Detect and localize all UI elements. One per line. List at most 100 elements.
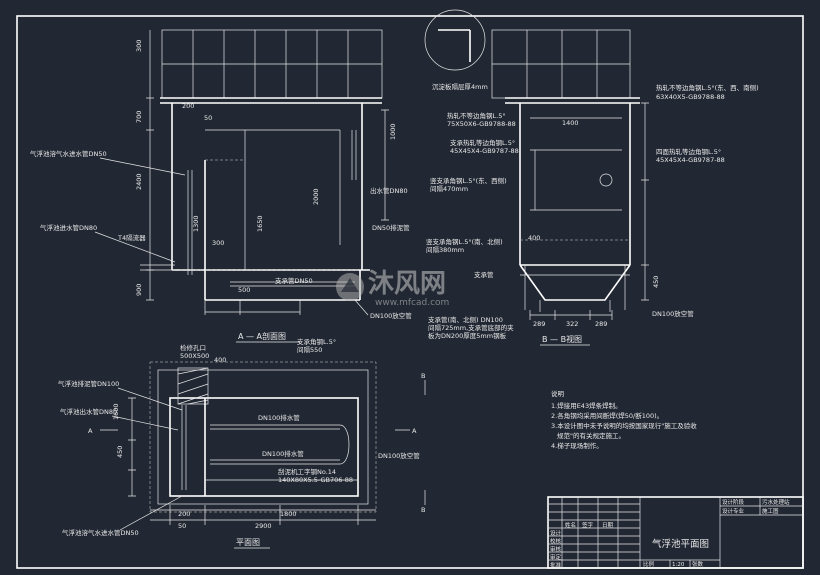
plan-label-steel: 支承角钢L.5° [297,337,336,346]
aa-label-empty: DN100放空管 [370,311,412,320]
bb-detail-steel [438,29,471,62]
aa-label-outlet: 出水管DN80 [370,186,408,195]
aa-label-trap: T4隔流器 [117,233,146,242]
plan-inlet-pipe [181,405,187,490]
plan-label-pipe-top: DN100排水管 [258,413,300,422]
bb-dim-450: 450 [652,276,660,288]
notes-line-5: 4.梯子现场制作。 [551,441,603,450]
bb-view-title: B — B视图 [542,334,582,344]
plan-dim-left [128,397,136,497]
title-main: 气浮池平面图 [652,538,709,550]
title-row-ratify: 批准 [550,561,562,569]
bb-dim-322: 322 [566,320,578,328]
bb-label-steel-2-spec: 75X50X6-GB9788-88 [447,120,516,128]
aa-support-pipe [230,281,355,287]
plan-dim-1800: 1800 [280,510,297,518]
aa-dim-1650: 1650 [256,215,264,232]
notes-line-2: 2.各角钢均采用间断焊(焊50/断100)。 [551,411,663,420]
bb-label-support-2: 竖支承角钢L.5°(南、北侧) [426,237,503,246]
bb-dim-bottom [529,310,613,320]
aa-dashed [180,159,360,271]
bb-dim-289a: 289 [533,320,545,328]
plan-label-hole-size: 500X500 [180,352,209,360]
view-bb [424,9,649,320]
title-left-cols [561,497,641,568]
title-block-frame [547,496,804,569]
bb-detail-circle [424,9,486,71]
watermark-url: www.mfcad.com [375,298,449,308]
title-left-rows [548,503,640,561]
bb-label-steel-3-spec: 45X45X4-GB9787-88 [450,147,519,155]
title-col-date: 日期 [602,522,614,529]
bb-label-steel-1: 热轧不等边角钢L.5°(东、西、南侧) [656,83,759,92]
watermark [336,273,364,301]
aa-dim-1300: 1300 [192,215,200,232]
sheet-border [16,15,804,569]
aa-leader-influent [94,231,176,263]
bb-label-support-2-gap: 间隔380mm [426,245,464,254]
title-right-grid [640,497,803,568]
title-row-review: 审核 [550,545,562,553]
title-scale: 1:20 [672,562,685,568]
aa-dim-left [146,30,154,301]
bb-note-3: 板为DN200厚度5mm钢板 [428,331,507,340]
title-ratio-label: 比例 [643,560,655,568]
bb-inner-lines [530,117,622,211]
bb-legs [520,265,630,312]
plan-hatch-box [177,367,209,405]
notes-line-4: 规范"的有关规定施工。 [557,431,625,440]
aa-label-influent: 气浮池进水管DN80 [40,223,97,232]
aa-dim-right [381,109,389,221]
plan-leader-drain [117,387,183,411]
title-sheet-label: 张数 [692,560,704,568]
bb-dim-right [641,102,649,301]
plan-label-outlet: 气浮池出水管DN80 [60,407,117,416]
bb-label-support-1-gap: 间隔470mm [430,184,468,193]
bb-label-steel-1-spec: 63X40X5-GB9788-88 [656,93,725,101]
plan-mark-a-right: A [412,427,417,435]
aa-dim-900: 900 [135,284,143,296]
watermark-logo-mark [341,278,359,292]
aa-leader-inlet [99,157,186,176]
plan-label-hole: 检修孔口 [180,343,206,352]
plan-dim-200: 200 [178,510,190,518]
bb-label-support-1: 竖支承角钢L.5°(东、西侧) [430,176,507,185]
plan-dim-2900: 2900 [255,522,272,530]
aa-label-drain: DN50排泥管 [372,223,410,232]
aa-label-inlet: 气浮池溶气水进水管DN50 [30,149,107,158]
plan-mark-a-left: A [88,427,93,435]
plan-pipes [210,424,350,465]
bb-note-2: 间隔725mm,支承管底部的夹 [428,323,514,332]
bb-grid-lines [492,30,630,98]
aa-dim-50: 50 [204,114,212,122]
plan-label-steel-gap: 间隔550 [297,345,322,354]
aa-outlet-pipe [351,130,357,180]
notes-line-1: 1.焊接用E43焊条焊制。 [551,401,622,410]
plan-label-pipe-bottom: DN100排水管 [262,449,304,458]
plan-dim-bottom [150,505,376,525]
plan-label-scraper-spec: 140X80X5.5-GB706-88 [278,476,353,484]
plan-dim-50: 50 [178,522,186,530]
plan-view-title: 平面图 [236,538,260,547]
aa-dim-300b: 300 [212,239,224,247]
bb-walkway [505,97,640,104]
plan-label-empty: DN100放空管 [378,451,420,460]
aa-dim-300: 300 [135,40,143,52]
title-row-check: 校核 [550,537,562,545]
aa-inlet-pipes [140,170,193,275]
bb-note-1: 支承管(南、北侧) DN100 [428,315,503,324]
plan-hatch [177,367,209,405]
plan-view [100,361,426,525]
aa-label-support: 支承管DN50 [275,276,313,285]
bb-dim-1400: 1400 [562,119,579,127]
plan-label-scraper: 刮泥机工字钢No.14 [278,467,336,476]
bb-label-steel-4: 四面热轧等边角钢L.5° [656,147,721,156]
aa-leader-empty [354,299,369,316]
aa-grid-lines [162,30,382,98]
bb-dim-289b: 289 [595,320,607,328]
title-row-approve: 审定 [550,553,562,561]
plan-mark-b-top: B [421,372,425,380]
plan-dim-1600: 1600 [112,403,120,420]
aa-dim-700: 700 [135,111,143,123]
